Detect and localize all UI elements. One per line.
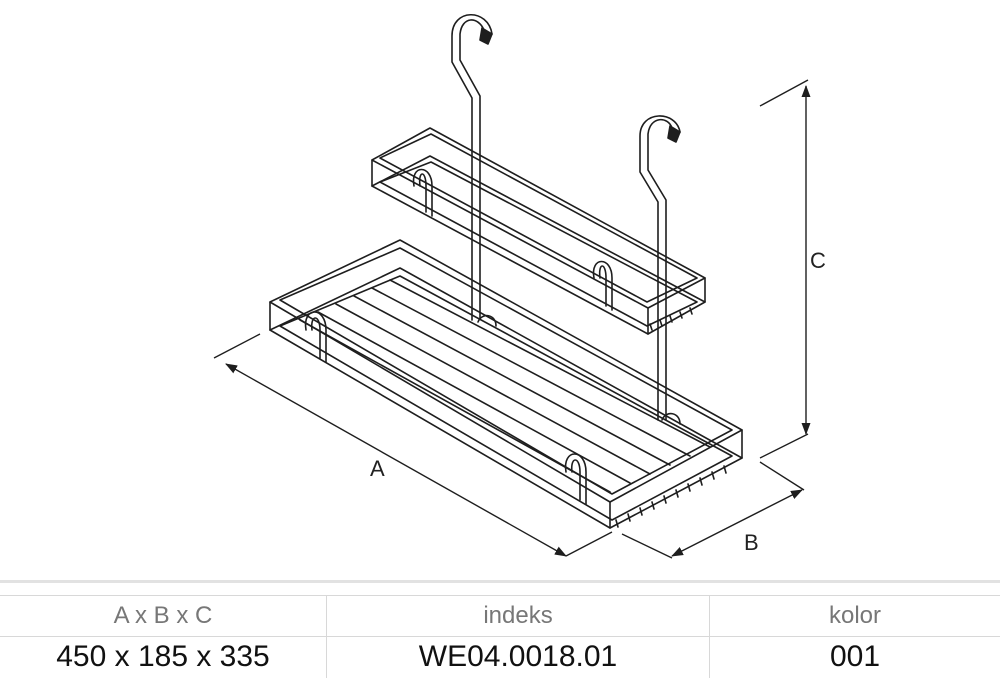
table-header-row: A x B x C indeks kolor (0, 595, 1000, 637)
dimension-lines (213, 79, 811, 559)
lower-shelf (269, 239, 743, 529)
header-dimensions: A x B x C (0, 596, 327, 636)
header-index: indeks (327, 596, 710, 636)
dimension-b-arrow (671, 489, 803, 557)
header-color: kolor (828, 602, 882, 629)
right-hanger (639, 115, 681, 421)
dimension-a-arrow (225, 363, 567, 557)
rack-illustration (269, 13, 743, 529)
value-index: WE04.0018.01 (327, 636, 710, 678)
dimension-b-label: B (744, 530, 759, 555)
dimension-a-label: A (370, 456, 385, 481)
dimension-c-label: C (810, 248, 826, 273)
value-dimensions: 450 x 185 x 335 (0, 636, 327, 678)
left-hanger (451, 13, 493, 321)
spec-table: A x B x C indeks kolor 450 x 185 x 335 W… (0, 580, 1000, 678)
table-row: 450 x 185 x 335 WE04.0018.01 001 (0, 636, 1000, 678)
product-drawing: A B C (213, 13, 826, 559)
upper-shelf (371, 127, 706, 335)
value-color: 001 (829, 640, 881, 673)
